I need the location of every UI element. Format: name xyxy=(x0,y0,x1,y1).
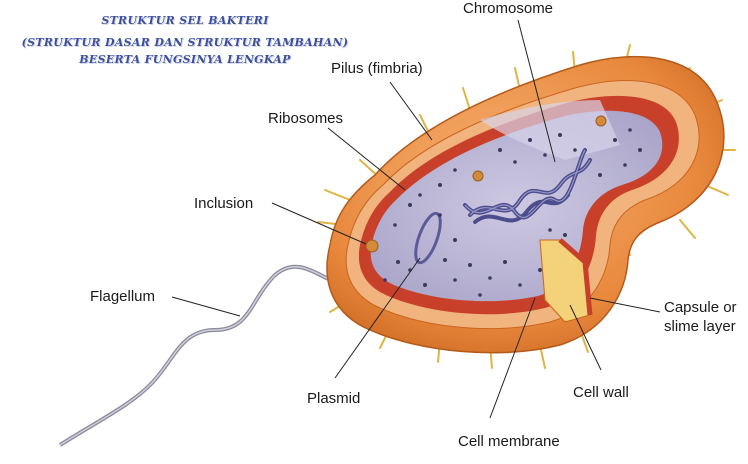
label-chromosome: Chromosome xyxy=(463,0,554,17)
plasmid xyxy=(414,211,442,265)
diagram-title-line-1: STRUKTUR SEL BAKTERI xyxy=(101,14,269,27)
label-ribosomes: Ribosomes xyxy=(268,110,344,127)
inclusion xyxy=(365,239,379,253)
label-cell-wall: Cell wall xyxy=(573,384,629,401)
label-capsule-line-2: slime layer xyxy=(664,318,736,335)
inclusion xyxy=(595,115,607,127)
label-plasmid: Plasmid xyxy=(307,390,361,407)
leader-lines xyxy=(171,19,661,419)
label-inclusion: Inclusion xyxy=(194,195,254,212)
label-flagellum: Flagellum xyxy=(90,288,156,305)
inclusion xyxy=(472,170,484,182)
diagram-title-line-2: (STRUKTUR DASAR DAN STRUKTUR TAMBAHAN) xyxy=(21,36,349,49)
label-capsule-line-1: Capsule or xyxy=(664,299,737,316)
label-cell-membrane: Cell membrane xyxy=(458,433,560,450)
label-pilus: Pilus (fimbria) xyxy=(331,60,423,77)
diagram-title-line-3: BESERTA FUNGSINYA LENGKAP xyxy=(79,53,291,66)
